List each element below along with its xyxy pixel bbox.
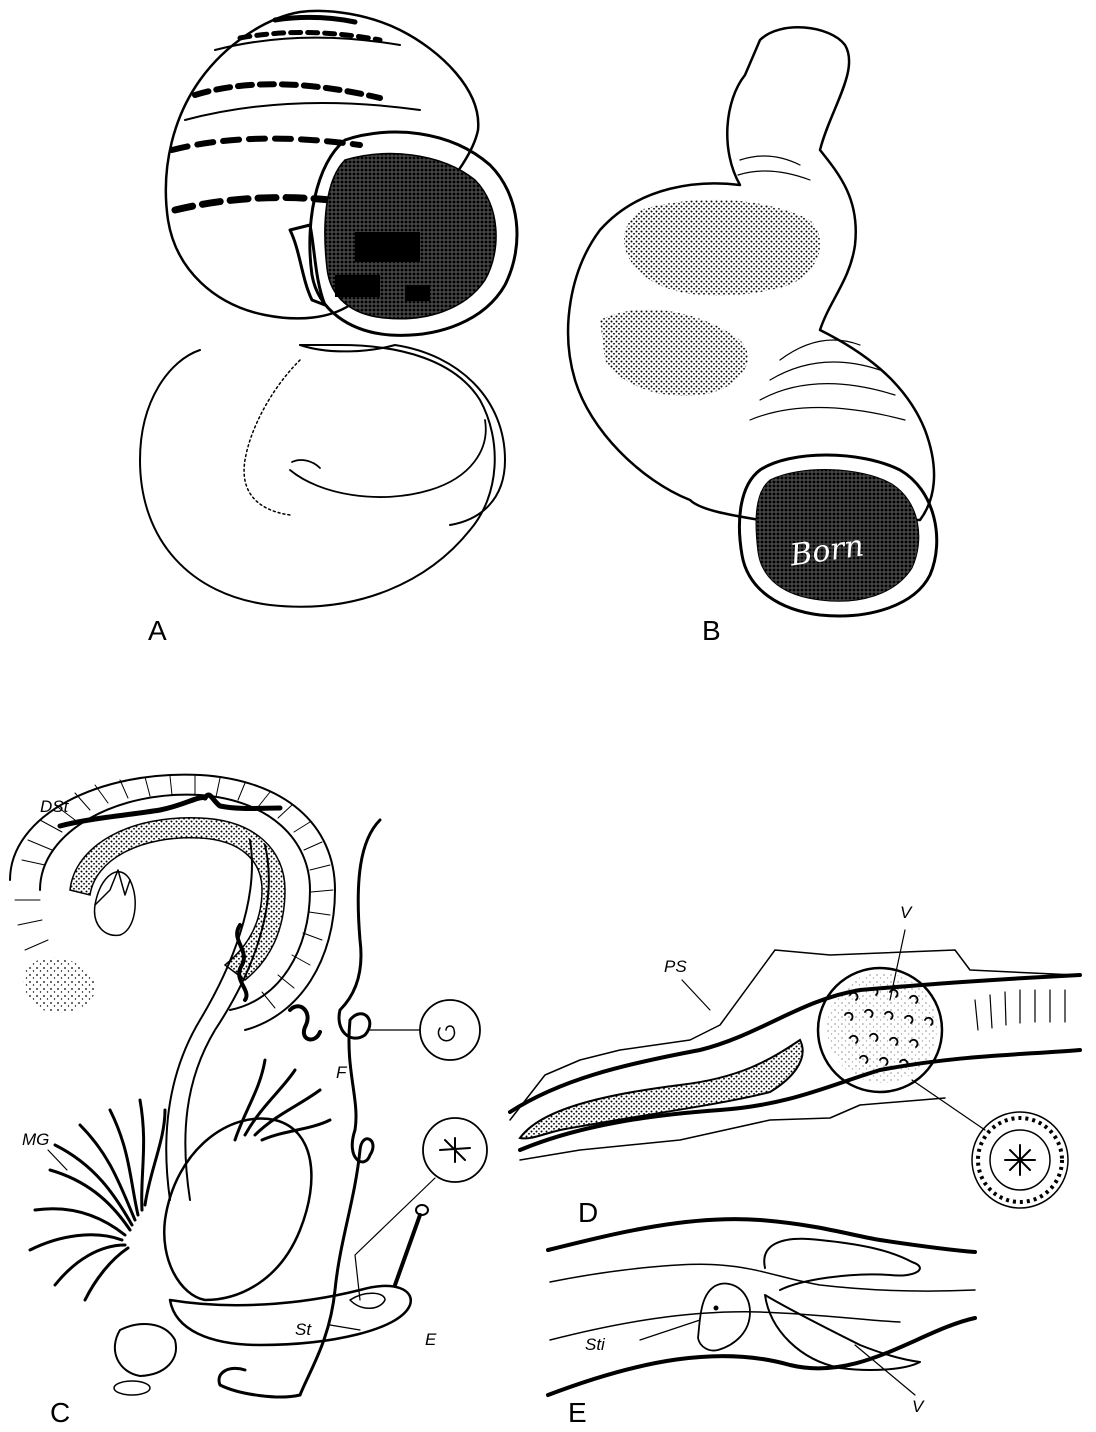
decollated-shell: Born: [568, 27, 937, 616]
panel-c: DSt MG F St E C: [10, 775, 487, 1428]
callout-st: St: [295, 1320, 312, 1339]
stimulator-section: [548, 1219, 975, 1395]
callout-dst: DSt: [40, 797, 70, 816]
flagellum-cross-section: [420, 1000, 480, 1060]
panel-label-d: D: [578, 1197, 598, 1228]
callout-v-e: V: [912, 1397, 925, 1416]
callout-f: F: [336, 1063, 348, 1082]
operculum-outline: [140, 345, 505, 607]
callout-sti: Sti: [585, 1335, 606, 1354]
panel-label-a: A: [148, 615, 167, 646]
panel-label-b: B: [702, 615, 721, 646]
reproductive-anatomy: [10, 775, 487, 1397]
panel-b: Born B: [568, 27, 937, 646]
callout-v-d: V: [900, 903, 913, 922]
panel-e: Sti V E: [548, 1219, 975, 1428]
shell-apertural-view: [166, 11, 517, 335]
penial-sheath-section: [510, 930, 1080, 1208]
callout-mg: MG: [22, 1130, 49, 1149]
panel-a: A: [140, 11, 517, 646]
panel-label-e: E: [568, 1397, 587, 1428]
panel-d: PS V D: [510, 903, 1080, 1228]
panel-label-c: C: [50, 1397, 70, 1428]
callout-ps: PS: [664, 957, 687, 976]
callout-e: E: [425, 1330, 437, 1349]
